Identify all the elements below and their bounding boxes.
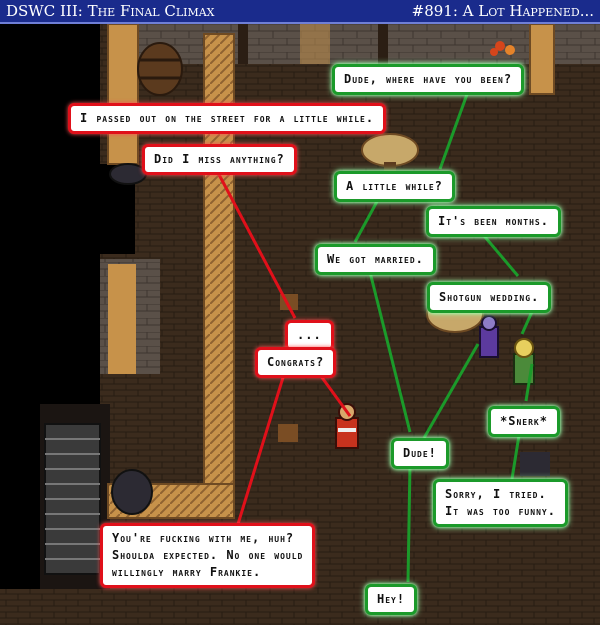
game-scene: I passed out on the street for a little … xyxy=(0,24,600,625)
flower-pot xyxy=(490,41,515,56)
speech-bubble-green: Dude! xyxy=(391,438,449,469)
speech-bubble-green: Shotgun wedding. xyxy=(427,282,552,313)
speech-bubble-red: Congrats? xyxy=(255,347,337,378)
speech-bubble-red: I passed out on the street for a little … xyxy=(68,103,387,134)
speech-bubble-green: We got married. xyxy=(315,244,436,275)
speech-line: Sorry, I tried. xyxy=(445,487,547,501)
speech-bubble-green: Dude, where have you been? xyxy=(332,64,525,95)
speech-line: You're fucking with me, huh? xyxy=(112,531,295,545)
barrel xyxy=(109,163,147,185)
speech-bubble-green: It's been months. xyxy=(426,206,561,237)
barrel xyxy=(111,469,153,515)
stool xyxy=(278,424,298,442)
speech-bubble-red: Did I miss anything? xyxy=(142,144,297,175)
speech-bubble-green: *Snerk* xyxy=(488,406,560,437)
speech-bubble-red-multiline: You're fucking with me, huh? Shoulda exp… xyxy=(100,523,316,588)
barrel xyxy=(520,452,550,476)
speech-line: Shoulda expected. No one would xyxy=(112,548,304,562)
speech-line: willingly marry Frankie. xyxy=(112,565,262,579)
speech-bubble-green: A little while? xyxy=(334,171,455,202)
comic-title: DSWC III: The Final Climax xyxy=(6,2,215,20)
speech-bubble-green: Hey! xyxy=(365,584,418,615)
purple-robed-character-sprite xyxy=(479,315,499,358)
speech-bubble-green-multiline: Sorry, I tried. It was too funny. xyxy=(433,479,568,527)
comic-header: DSWC III: The Final Climax #891: A Lot H… xyxy=(0,0,600,24)
episode-title: #891: A Lot Happened... xyxy=(411,2,594,20)
barrel xyxy=(137,42,183,96)
stairs xyxy=(44,423,101,575)
speech-line: It was too funny. xyxy=(445,504,556,518)
